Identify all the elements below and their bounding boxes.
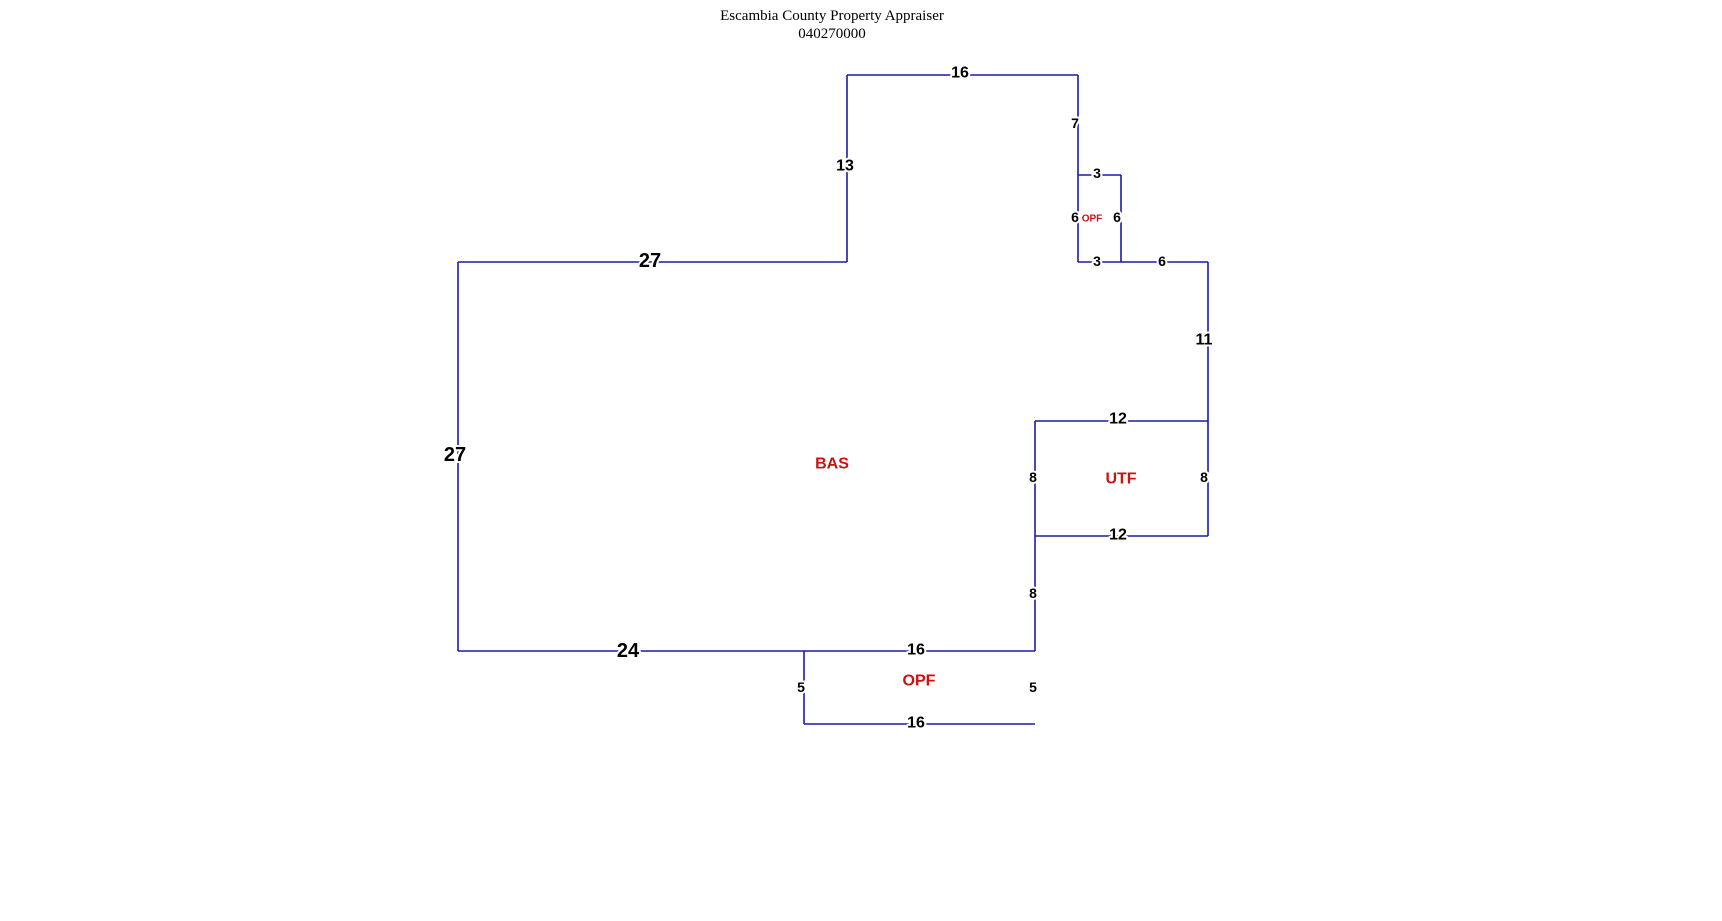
- dimension-label: 8: [1200, 469, 1208, 485]
- area-label-opf: OPF: [903, 673, 936, 690]
- dimension-label: 24: [617, 640, 640, 662]
- dimension-label: 12: [1109, 527, 1127, 544]
- report-header: Escambia County Property Appraiser 04027…: [0, 7, 1664, 43]
- dimension-label: 8: [1029, 469, 1037, 485]
- report-title: Escambia County Property Appraiser: [720, 8, 944, 24]
- parcel-id: 040270000: [798, 26, 866, 42]
- dimension-label: 16: [907, 715, 925, 732]
- dimension-label: 5: [797, 679, 805, 695]
- area-label-utf: UTF: [1105, 471, 1136, 488]
- area-label-bas: BAS: [815, 456, 849, 473]
- dimension-label: 7: [1071, 115, 1079, 131]
- dimension-label: 27: [444, 444, 466, 466]
- dimension-label: 6: [1113, 209, 1121, 225]
- dimension-label: 6: [1071, 209, 1079, 225]
- dimension-label: 8: [1029, 585, 1037, 601]
- area-labels: BAS UTF OPF OPF: [815, 214, 1137, 690]
- dimension-label: 27: [639, 250, 661, 272]
- dimension-label: 16: [951, 65, 969, 82]
- dimension-label: 13: [836, 158, 854, 175]
- dimension-label: 16: [907, 642, 925, 659]
- dimension-label: 6: [1158, 253, 1166, 269]
- dimension-labels: 16 7 13 27 3 6 6 3 6 11 12 27 8 8 12 8 24 16 5 5 16: [442, 63, 1215, 734]
- dimension-label: 5: [1029, 679, 1037, 695]
- dimension-label: 3: [1093, 253, 1101, 269]
- area-label-opf: OPF: [1082, 214, 1103, 225]
- sketch-outline: [457, 74, 1209, 725]
- dimension-label: 12: [1109, 411, 1127, 428]
- dimension-label: 11: [1196, 332, 1213, 349]
- dimension-label: 3: [1093, 165, 1101, 181]
